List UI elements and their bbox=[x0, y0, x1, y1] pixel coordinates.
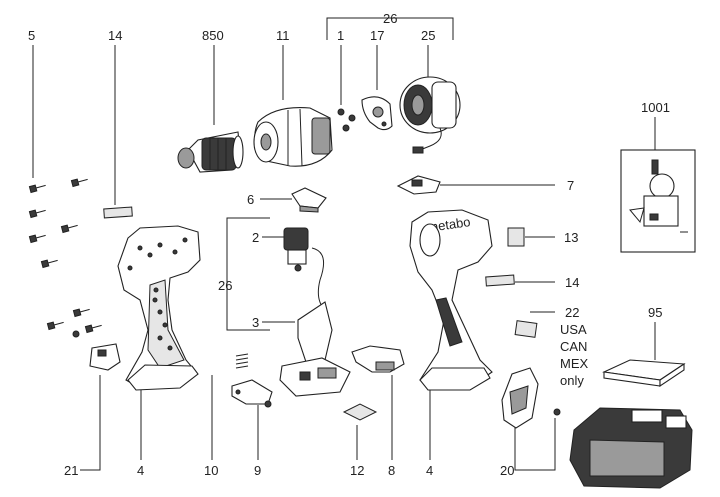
label-20: 20 bbox=[500, 463, 514, 478]
label-25: 25 bbox=[421, 28, 435, 43]
spring-10 bbox=[235, 353, 249, 369]
cover-7 bbox=[396, 175, 441, 195]
label-26-top: 26 bbox=[383, 11, 397, 26]
housing-half-right-4: metabo bbox=[409, 209, 493, 391]
label-13: 13 bbox=[564, 230, 578, 245]
label-10: 10 bbox=[204, 463, 218, 478]
label-1001: 1001 bbox=[641, 100, 670, 115]
label-12: 12 bbox=[350, 463, 364, 478]
slider-9 bbox=[231, 379, 273, 408]
region-note-mex: MEX bbox=[560, 356, 589, 371]
screws-1 bbox=[337, 108, 356, 132]
label-21: 21 bbox=[64, 463, 78, 478]
label-4-right: 4 bbox=[426, 463, 433, 478]
label-4-left: 4 bbox=[137, 463, 144, 478]
label-7: 7 bbox=[567, 178, 574, 193]
label-3: 3 bbox=[252, 315, 259, 330]
label-12 bbox=[342, 403, 378, 421]
label-6: 6 bbox=[247, 192, 254, 207]
label-14-top: 14 bbox=[108, 28, 122, 43]
motor-25 bbox=[399, 76, 461, 154]
electronics-1001 bbox=[620, 149, 696, 253]
label-26-side: 26 bbox=[218, 278, 232, 293]
label-5: 5 bbox=[28, 28, 35, 43]
label-13 bbox=[507, 227, 525, 247]
plate-17 bbox=[361, 96, 393, 131]
screws-5 bbox=[28, 178, 102, 334]
label-95: 95 bbox=[648, 305, 662, 320]
region-note-only: only bbox=[560, 373, 584, 388]
label-8: 8 bbox=[388, 463, 395, 478]
label-2: 2 bbox=[252, 230, 259, 245]
label-1: 1 bbox=[337, 28, 344, 43]
callout-labels: 5 14 850 11 26 1 17 25 1001 6 7 2 13 26 … bbox=[28, 11, 670, 478]
belt-clip-20 bbox=[501, 367, 561, 429]
cover-6 bbox=[291, 187, 327, 213]
label-14-right: 14 bbox=[565, 275, 579, 290]
holder-21 bbox=[72, 330, 121, 371]
leader-lines bbox=[32, 17, 656, 471]
battery-cover-95 bbox=[602, 359, 686, 388]
label-850: 850 bbox=[202, 28, 224, 43]
drill-chuck-850 bbox=[177, 131, 244, 173]
region-note-can: CAN bbox=[560, 339, 587, 354]
cap-8 bbox=[351, 345, 405, 373]
label-plate-14-left bbox=[103, 206, 133, 219]
gearbox-11 bbox=[253, 107, 333, 167]
housing-half-left-4 bbox=[117, 225, 201, 391]
battery-pack bbox=[569, 407, 693, 489]
region-note-usa: USA bbox=[560, 322, 587, 337]
label-17: 17 bbox=[370, 28, 384, 43]
label-22 bbox=[514, 320, 538, 338]
label-22: 22 bbox=[565, 305, 579, 320]
label-11: 11 bbox=[276, 28, 290, 43]
switch-assembly-26 bbox=[279, 227, 351, 397]
label-9: 9 bbox=[254, 463, 261, 478]
label-plate-14-right bbox=[485, 274, 515, 287]
